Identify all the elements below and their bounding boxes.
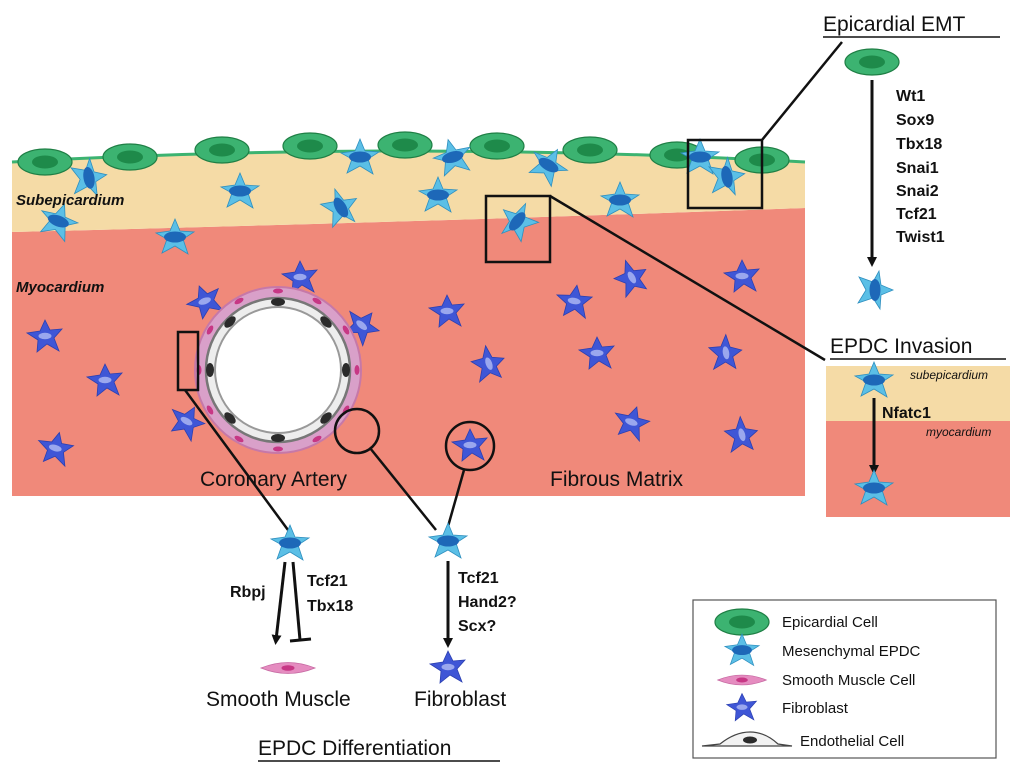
emt-source-epicardial-cell: [844, 48, 900, 76]
smooth-muscle-path-epdc: [270, 524, 310, 561]
coronary-artery: [194, 286, 362, 454]
emt-title: Epicardial EMT: [823, 13, 966, 36]
emt-result-epdc: [857, 270, 894, 310]
smooth-muscle-cell: [260, 662, 316, 674]
emt-gene: Snai2: [896, 183, 939, 200]
epicardial-cell: [102, 143, 158, 171]
fibrous-matrix-label: Fibrous Matrix: [550, 468, 684, 491]
invasion-myocardium-label: myocardium: [926, 425, 991, 439]
legend-label: Fibroblast: [782, 700, 849, 717]
epicardial-cell: [17, 148, 73, 176]
epicardial-cell: [377, 131, 433, 159]
legend: Epicardial Cell Mesenchymal EPDC Smooth …: [692, 599, 997, 759]
fibroblast-gene: Hand2?: [458, 594, 517, 611]
invasion-title: EPDC Invasion: [830, 335, 972, 358]
invasion-zoom-box: [484, 194, 552, 264]
legend-label: Epicardial Cell: [782, 614, 878, 631]
epicardial-cell: [194, 136, 250, 164]
myocardium-layer: [12, 208, 805, 496]
smooth-muscle-inhibitor: Tcf21: [307, 573, 348, 590]
emt-gene: Sox9: [896, 112, 934, 129]
emt-gene-list: Wt1 Sox9 Tbx18 Snai1 Snai2 Tcf21 Twist1: [896, 88, 945, 246]
coronary-artery-label: Coronary Artery: [200, 468, 348, 491]
smooth-muscle-zoom-box: [176, 330, 200, 392]
epicardial-cell: [282, 132, 338, 160]
epicardial-cell: [469, 132, 525, 160]
invasion-subepicardium-label: subepicardium: [910, 368, 988, 382]
emt-gene: Twist1: [896, 229, 945, 246]
fibroblast-outcome-cell: [429, 650, 466, 684]
inhibition-bar: [289, 637, 312, 643]
inhibition-line: [291, 561, 302, 641]
smooth-muscle-zoom-circle: [333, 407, 381, 455]
differentiation-title: EPDC Differentiation: [258, 737, 451, 760]
subepicardium-layer: [12, 151, 805, 232]
fibroblast-gene: Scx?: [458, 618, 496, 635]
invasion-subepicardium-zone: [826, 366, 1010, 421]
myocardium-label: Myocardium: [16, 279, 104, 296]
connector-lines: [183, 41, 843, 531]
subepicardium-label: Subepicardium: [16, 192, 124, 209]
legend-label: Mesenchymal EPDC: [782, 643, 921, 660]
fibroblast-gene: Tcf21: [458, 570, 499, 587]
emt-gene: Tbx18: [896, 136, 942, 153]
legend-label: Smooth Muscle Cell: [782, 672, 915, 689]
invasion-myocardium-zone: [826, 421, 1010, 517]
endothelial-nuclei: [206, 298, 350, 442]
invasion-gene: Nfatc1: [882, 405, 931, 422]
emt-gene: Wt1: [896, 88, 925, 105]
smooth-muscle-activator: Rbpj: [230, 584, 266, 601]
legend-label: Endothelial Cell: [800, 733, 904, 750]
rbpj-activation-arrow: [271, 561, 287, 645]
epicardial-cell: [562, 136, 618, 164]
fibroblast-zoom-circle: [444, 420, 496, 472]
epicardial-cell-icon: [714, 608, 770, 636]
endothelial-cell-icon: [701, 731, 793, 747]
smooth-muscle-label: Smooth Muscle: [206, 688, 351, 711]
smooth-muscle-inhibitor: Tbx18: [307, 598, 353, 615]
emt-gene: Snai1: [896, 160, 939, 177]
emt-gene: Tcf21: [896, 206, 937, 223]
fibroblast-label: Fibroblast: [414, 688, 506, 711]
emt-zoom-box: [686, 138, 764, 210]
